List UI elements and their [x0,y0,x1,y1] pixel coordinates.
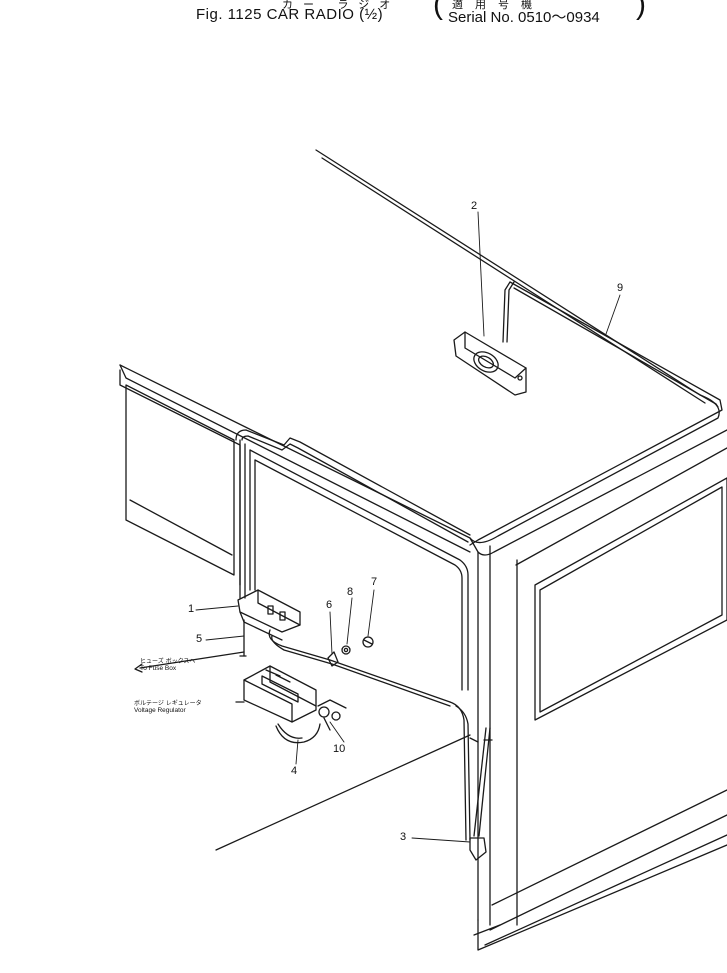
interior-harness [235,429,471,599]
callout-6: 6 [326,599,333,611]
callout-7: 7 [371,576,378,588]
fuse-box-note-en: To Fuse Box [140,665,177,672]
title-kana: カー ラジオ [282,0,401,11]
callout-2: 2 [471,200,478,212]
callout-3: 3 [400,831,407,843]
cab-roof [119,149,727,556]
cab-side-wall [473,447,727,951]
serial-range: Serial No. 0510～0934 [448,9,600,26]
rear-window-frame [119,369,469,691]
serial-kana: 適用号機 [452,0,544,11]
pillar-antenna [469,727,493,861]
close-paren: ) [636,0,646,21]
antenna-lead-cable [268,629,471,841]
callout-9: 9 [617,282,624,294]
callout-1: 1 [188,603,195,615]
callout-5: 5 [196,633,203,645]
screw-and-washer [341,636,374,655]
figure-title: Fig. 1125 CAR RADIO (½) [196,6,384,23]
fuse-box-lead [134,619,247,673]
roof-antenna-cable [469,281,723,546]
floor-edge [215,734,479,851]
connector-terminal [317,699,347,731]
callout-10: 10 [333,743,346,755]
callout-8: 8 [347,586,354,598]
callout-4: 4 [291,765,298,777]
speaker-unit [453,331,527,396]
regulator-note-en: Voltage Regulator [134,707,186,714]
open-paren: ( [433,0,443,21]
fuse-box-note-jp: ヒューズ ボックスへ [140,658,196,665]
callout-leaders [195,211,621,843]
regulator-note-jp: ボルテージ レギュレータ [134,700,202,707]
voltage-regulator [235,665,321,744]
